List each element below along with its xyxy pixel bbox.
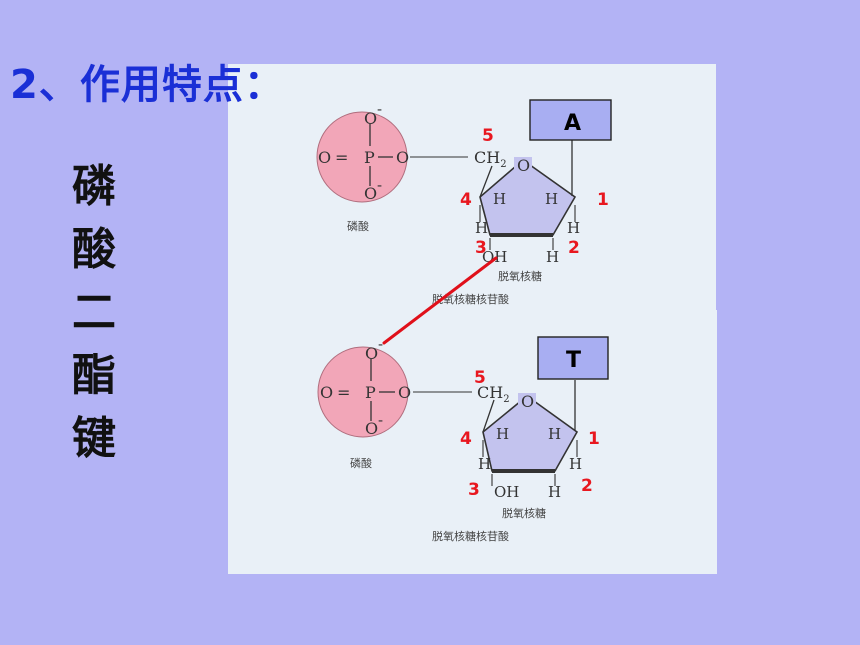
nucleotide-caption: 脱氧核糖核苷酸 — [432, 292, 509, 306]
phosphate-caption: 磷酸 — [347, 219, 369, 233]
phosphate-o-left: O — [320, 383, 333, 402]
carbon-number-4: 4 — [460, 190, 472, 210]
carbon-number-5: 5 — [482, 126, 494, 146]
ch2-label: CH2 — [474, 148, 507, 170]
ring-o-bg — [514, 157, 532, 173]
label-char: 键 — [72, 413, 116, 464]
nucleotide-t: O - O = P O O - 磷酸 O CH2 H H H H OH H 脱氧… — [317, 335, 609, 543]
label-char: 磷 — [72, 161, 116, 212]
carbon-number-4: 4 — [460, 429, 472, 449]
ring-h: H — [548, 425, 561, 443]
phosphate-p: P — [365, 383, 376, 402]
phosphate-circle — [317, 346, 409, 438]
ring-h: H — [567, 219, 580, 237]
nucleotide-panel-top — [228, 64, 716, 330]
carbon-number-3: 3 — [475, 238, 487, 258]
page-title: 2、作用特点： — [10, 62, 285, 108]
label-char: 酯 — [72, 350, 116, 401]
bond-line — [479, 165, 493, 198]
ring-h: H — [545, 190, 558, 208]
nucleotide-a: O - O = P O O - 磷酸 O CH2 H H H H OH H 脱氧… — [316, 99, 612, 306]
base-box-a — [529, 99, 612, 141]
carbon-number-3: 3 — [468, 480, 480, 500]
label-char: 酸 — [72, 224, 116, 275]
carbon-number-5: 5 — [474, 368, 486, 388]
label-char: 二 — [72, 287, 116, 338]
carbon-number-2: 2 — [568, 238, 580, 258]
ring-o-bg — [518, 393, 536, 409]
ring-o: O — [521, 392, 534, 411]
ring-h: H — [475, 219, 488, 237]
phosphodiester-bond-line — [382, 256, 498, 345]
charge: - — [378, 411, 383, 429]
phosphate-o-bottom: O — [365, 419, 378, 438]
sugar-caption: 脱氧核糖 — [502, 506, 546, 520]
double-bond: = — [337, 383, 350, 402]
ring-h: H — [546, 248, 559, 266]
charge: - — [378, 335, 383, 353]
nucleotide-panel-bottom — [228, 310, 717, 574]
charge: - — [377, 100, 382, 118]
phosphate-o-right: O — [398, 383, 411, 402]
ring-h: H — [496, 425, 509, 443]
phosphate-p: P — [364, 148, 375, 167]
hydroxyl-oh: OH — [482, 248, 507, 266]
phosphate-o-left: O — [318, 148, 331, 167]
ch2-label: CH2 — [477, 383, 510, 405]
phosphodiester-bond-label: 磷 酸 二 酯 键 — [66, 155, 122, 470]
carbon-number-1: 1 — [597, 190, 609, 210]
base-box-t — [537, 336, 609, 380]
bond-line — [482, 399, 495, 433]
phosphate-circle — [316, 111, 408, 203]
hydroxyl-oh: OH — [494, 483, 519, 501]
nucleotide-caption: 脱氧核糖核苷酸 — [432, 529, 509, 543]
ring-h: H — [548, 483, 561, 501]
carbon-number-2: 2 — [581, 476, 593, 496]
ring-h: H — [493, 190, 506, 208]
ring-h: H — [478, 455, 491, 473]
phosphate-o-top: O — [364, 109, 377, 128]
double-bond: = — [335, 148, 348, 167]
phosphate-o-top: O — [365, 344, 378, 363]
ring-o: O — [517, 156, 530, 175]
base-label-t: T — [566, 348, 581, 373]
phosphate-o-right: O — [396, 148, 409, 167]
base-label-a: A — [564, 111, 581, 136]
ring-h: H — [569, 455, 582, 473]
carbon-number-1: 1 — [588, 429, 600, 449]
phosphate-caption: 磷酸 — [350, 456, 372, 470]
charge: - — [377, 176, 382, 194]
phosphate-o-bottom: O — [364, 184, 377, 203]
sugar-caption: 脱氧核糖 — [498, 269, 542, 283]
